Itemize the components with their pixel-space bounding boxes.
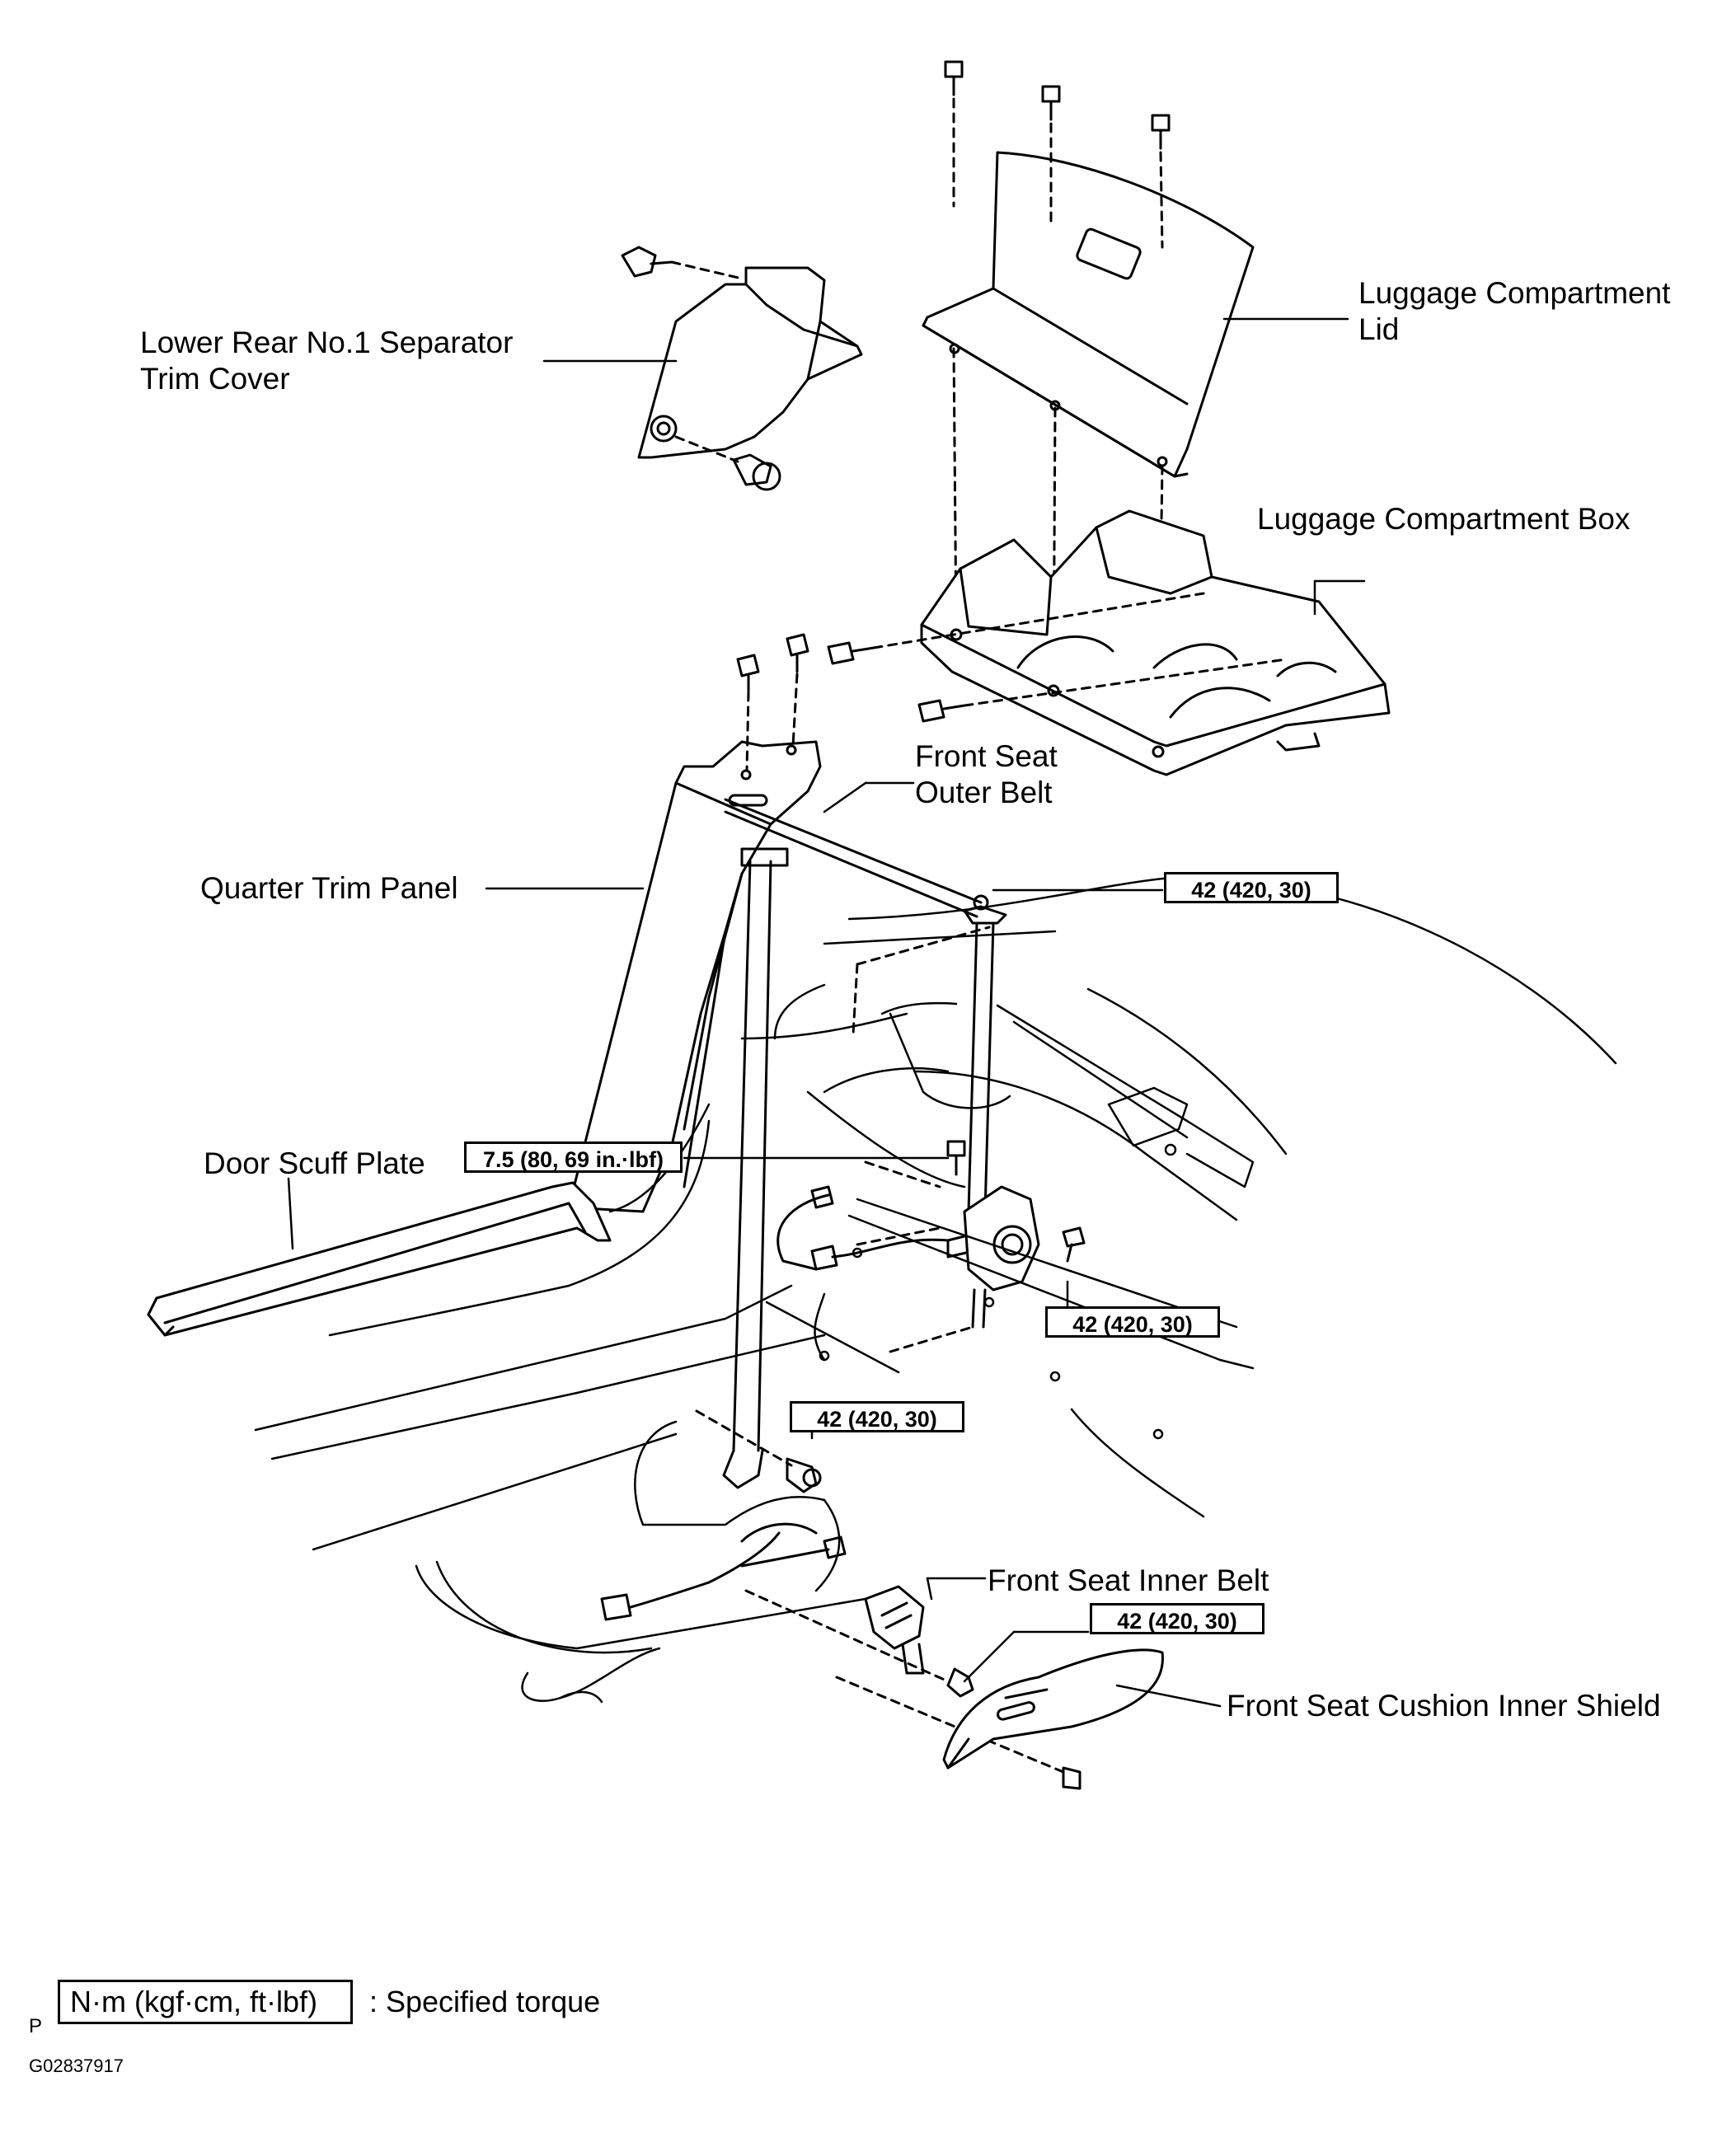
panel-clips — [736, 633, 809, 692]
torque-retractor-mount: 42 (420, 30) — [1045, 1306, 1220, 1338]
clip-icon — [786, 633, 809, 657]
luggage-compartment-box — [920, 509, 1391, 776]
retractor-wiring — [777, 1185, 950, 1271]
clip-icon — [732, 453, 772, 486]
clip-icon — [621, 246, 657, 278]
screw-icon — [827, 641, 855, 665]
bolt-icon — [944, 60, 964, 96]
trim-clips — [621, 246, 781, 491]
legend-description: : Specified torque — [369, 1985, 601, 2018]
bolt-icon — [946, 1140, 966, 1157]
front-seat — [415, 1420, 867, 1704]
label-quarter-trim-panel: Quarter Trim Panel — [200, 870, 458, 907]
label-luggage-compartment-lid: Luggage Compartment Lid — [1358, 275, 1670, 348]
label-line: Quarter Trim Panel — [200, 871, 458, 905]
retractor-fasteners — [786, 1140, 1086, 1790]
screw-icon — [917, 699, 945, 723]
label-line: Front Seat Cushion Inner Shield — [1227, 1689, 1661, 1723]
bolt-icon — [946, 1667, 974, 1698]
label-line: Lid — [1358, 312, 1400, 346]
legend-prefix: P — [29, 2015, 43, 2037]
screw-icon — [1062, 1766, 1081, 1790]
bolt-icon — [1062, 1226, 1086, 1248]
bolt-icon — [786, 1457, 818, 1493]
label-line: Luggage Compartment — [1358, 276, 1671, 310]
label-line: Trim Cover — [140, 362, 290, 396]
label-front-seat-inner-belt: Front Seat Inner Belt — [988, 1563, 1269, 1599]
lid-bolts — [944, 60, 1171, 150]
label-line: Luggage Compartment Box — [1257, 502, 1630, 536]
door-scuff-plate — [147, 1181, 612, 1337]
bolt-icon — [1151, 114, 1171, 150]
label-line: Door Scuff Plate — [204, 1146, 425, 1180]
label-separator-trim-cover: Lower Rear No.1 Separator Trim Cover — [140, 325, 513, 397]
lower-rear-separator-trim-cover — [637, 266, 863, 459]
label-line: Front Seat — [915, 739, 1058, 773]
torque-retractor-bolt: 7.5 (80, 69 in.·lbf) — [464, 1141, 683, 1173]
torque-outer-belt-floor: 42 (420, 30) — [790, 1401, 964, 1432]
luggage-compartment-lid — [922, 151, 1255, 478]
label-line: Outer Belt — [915, 776, 1053, 809]
box-screws — [827, 641, 966, 723]
label-luggage-compartment-box: Luggage Compartment Box — [1257, 501, 1630, 537]
figure-code: G02837917 — [29, 2056, 124, 2076]
front-seat-inner-belt — [864, 1585, 925, 1675]
label-front-seat-outer-belt: Front Seat Outer Belt — [915, 738, 1058, 811]
label-line: Lower Rear No.1 Separator — [140, 326, 514, 359]
front-seat-outer-belt — [722, 798, 1040, 1489]
leader-lines — [287, 317, 1366, 1708]
seat-harness — [600, 1522, 847, 1621]
bolt-icon — [1041, 85, 1061, 121]
label-door-scuff-plate: Door Scuff Plate — [204, 1146, 425, 1182]
label-front-seat-cushion-inner-shield: Front Seat Cushion Inner Shield — [1227, 1688, 1661, 1724]
torque-outer-belt-anchor: 42 (420, 30) — [1164, 872, 1339, 903]
clip-icon — [736, 654, 760, 677]
legend-unit-box: N·m (kgf·cm, ft·lbf) — [58, 1980, 353, 2024]
label-line: Front Seat Inner Belt — [988, 1563, 1269, 1597]
front-seat-cushion-inner-shield — [942, 1648, 1164, 1770]
torque-inner-belt-bolt: 42 (420, 30) — [1090, 1603, 1264, 1634]
